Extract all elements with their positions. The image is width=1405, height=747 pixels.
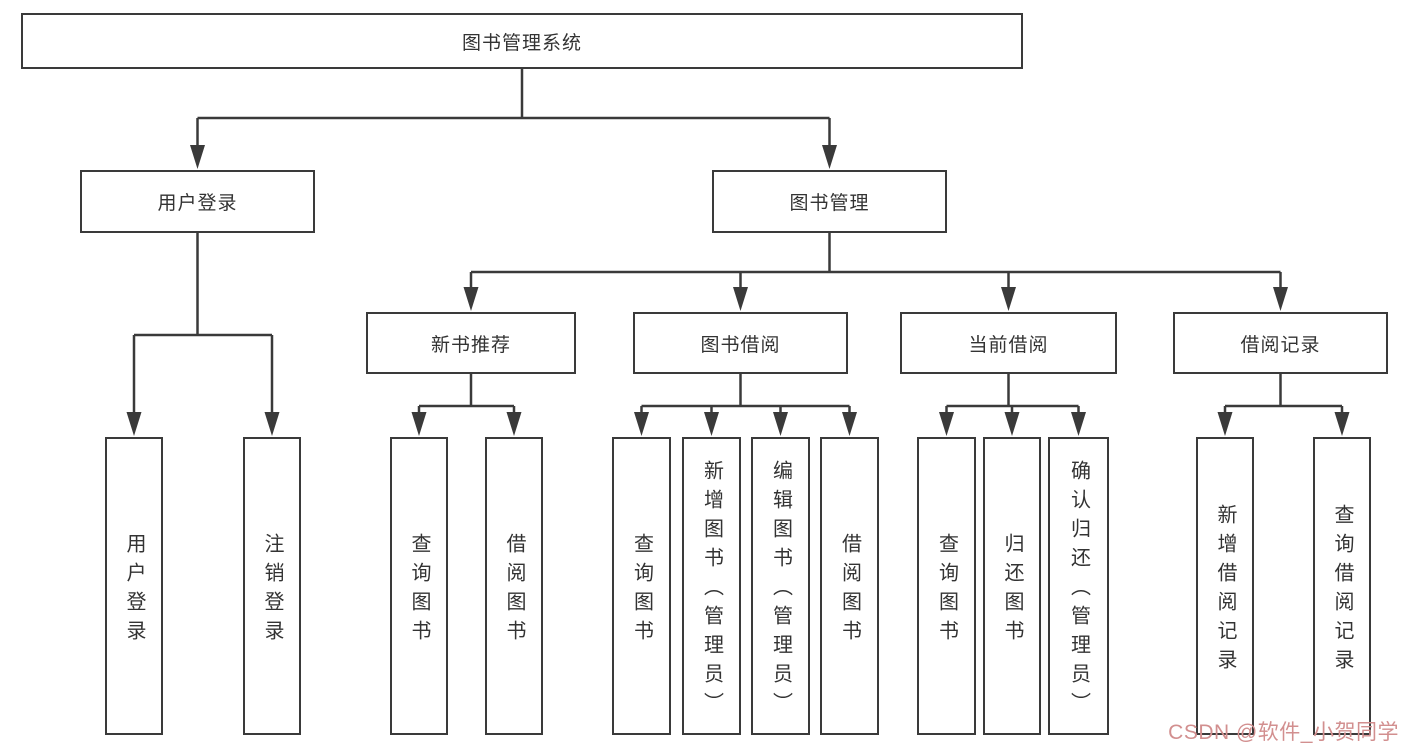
leaf-edit-books-admin: 编辑图书（管理员） (751, 437, 810, 735)
leaf-label: 查询借阅记录 (1331, 503, 1353, 678)
node-new-book-recommend-label: 新书推荐 (430, 334, 511, 356)
leaf-query-books-borrow: 查询图书 (612, 437, 671, 735)
leaf-query-borrow-record: 查询借阅记录 (1313, 437, 1371, 735)
leaf-borrow-books-recommend: 借阅图书 (485, 437, 543, 735)
leaf-label: 新增图书（管理员） (700, 460, 723, 721)
node-book-borrow: 图书借阅 (633, 312, 848, 374)
leaf-user-login: 用户登录 (105, 437, 163, 735)
node-book-management: 图书管理 (712, 170, 947, 233)
leaf-logout-label: 注销登录 (261, 532, 283, 649)
arrowhead-icon (822, 145, 837, 169)
node-user-login: 用户登录 (80, 170, 315, 233)
leaf-label: 归还图书 (1001, 532, 1023, 649)
arrowhead-icon (506, 412, 522, 436)
node-book-borrow-label: 图书借阅 (700, 334, 781, 356)
arrowhead-icon (634, 412, 649, 436)
arrowhead-icon (773, 412, 788, 436)
node-new-book-recommend: 新书推荐 (366, 312, 576, 374)
leaf-return-books: 归还图书 (983, 437, 1041, 735)
arrowhead-icon (1273, 287, 1288, 311)
leaf-logout: 注销登录 (243, 437, 301, 735)
arrowhead-icon (411, 412, 427, 436)
node-borrow-records-label: 借阅记录 (1240, 334, 1321, 356)
leaf-add-borrow-record: 新增借阅记录 (1196, 437, 1254, 735)
arrowhead-icon (264, 412, 280, 436)
node-current-borrow: 当前借阅 (900, 312, 1117, 374)
leaf-label: 借阅图书 (503, 532, 525, 649)
node-root: 图书管理系统 (21, 13, 1023, 69)
node-root-label: 图书管理系统 (461, 32, 582, 54)
arrowhead-icon (1004, 412, 1020, 436)
leaf-label: 查询图书 (630, 532, 653, 649)
leaf-borrow-books: 借阅图书 (820, 437, 879, 735)
arrowhead-icon (733, 287, 748, 311)
watermark-text: CSDN @软件_小贺同学 (1168, 721, 1399, 744)
arrowhead-icon (1334, 412, 1350, 436)
arrowhead-icon (190, 145, 205, 169)
leaf-label: 查询图书 (408, 532, 430, 649)
leaf-label: 编辑图书（管理员） (769, 460, 792, 721)
arrowhead-icon (1071, 412, 1086, 436)
leaf-label: 借阅图书 (838, 532, 861, 649)
node-user-login-label: 用户登录 (157, 193, 238, 214)
leaf-confirm-return-admin: 确认归还（管理员） (1048, 437, 1109, 735)
leaf-label: 确认归还（管理员） (1067, 460, 1090, 721)
leaf-label: 新增借阅记录 (1214, 503, 1236, 678)
node-book-management-label: 图书管理 (789, 193, 870, 214)
node-borrow-records: 借阅记录 (1173, 312, 1388, 374)
node-current-borrow-label: 当前借阅 (968, 334, 1049, 356)
arrowhead-icon (1217, 412, 1233, 436)
arrowhead-icon (1001, 287, 1016, 311)
arrowhead-icon (704, 412, 719, 436)
leaf-add-books-admin: 新增图书（管理员） (682, 437, 741, 735)
leaf-user-login-label: 用户登录 (123, 532, 145, 649)
leaf-label: 查询图书 (935, 532, 958, 649)
arrowhead-icon (939, 412, 954, 436)
arrowhead-icon (126, 412, 142, 436)
leaf-query-books-current: 查询图书 (917, 437, 976, 735)
arrowhead-icon (463, 287, 479, 311)
arrowhead-icon (842, 412, 857, 436)
leaf-query-books-recommend: 查询图书 (390, 437, 448, 735)
